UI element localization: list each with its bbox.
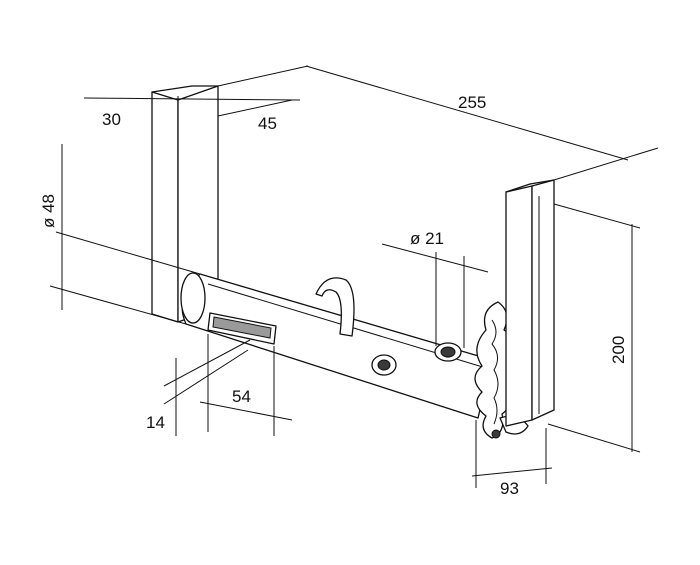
dimension-label-255: 255 bbox=[458, 93, 486, 112]
bolt-slot bbox=[207, 312, 277, 345]
dimension-label-pin-diameter: ø 21 bbox=[410, 229, 444, 248]
dimension-label-tube-diameter: ø 48 bbox=[39, 194, 58, 228]
dimension-flaps: 30 45 bbox=[83, 86, 301, 133]
dimension-label-30: 30 bbox=[102, 110, 121, 129]
dimension-plate-width: 93 bbox=[471, 420, 553, 498]
dimension-label-54: 54 bbox=[232, 387, 251, 406]
dimension-label-14: 14 bbox=[146, 413, 165, 432]
dimension-plate-height: 200 bbox=[547, 203, 641, 453]
ornamental-knob bbox=[474, 301, 529, 439]
bolt-handle bbox=[315, 277, 355, 337]
dimension-slot-length: 54 bbox=[199, 334, 293, 436]
dimension-label-200: 200 bbox=[609, 336, 628, 364]
dimension-tube-diameter: ø 48 bbox=[39, 144, 201, 325]
dimension-total-length: 255 bbox=[217, 65, 659, 181]
bolt-holes bbox=[371, 342, 462, 376]
dimension-pin-diameter: ø 21 bbox=[381, 229, 489, 348]
left-mounting-plate bbox=[151, 85, 219, 323]
right-mounting-plate bbox=[505, 179, 555, 427]
dimension-label-93: 93 bbox=[500, 479, 519, 498]
dimension-label-45: 45 bbox=[258, 114, 277, 133]
dimension-slot-height: 14 bbox=[146, 339, 251, 436]
